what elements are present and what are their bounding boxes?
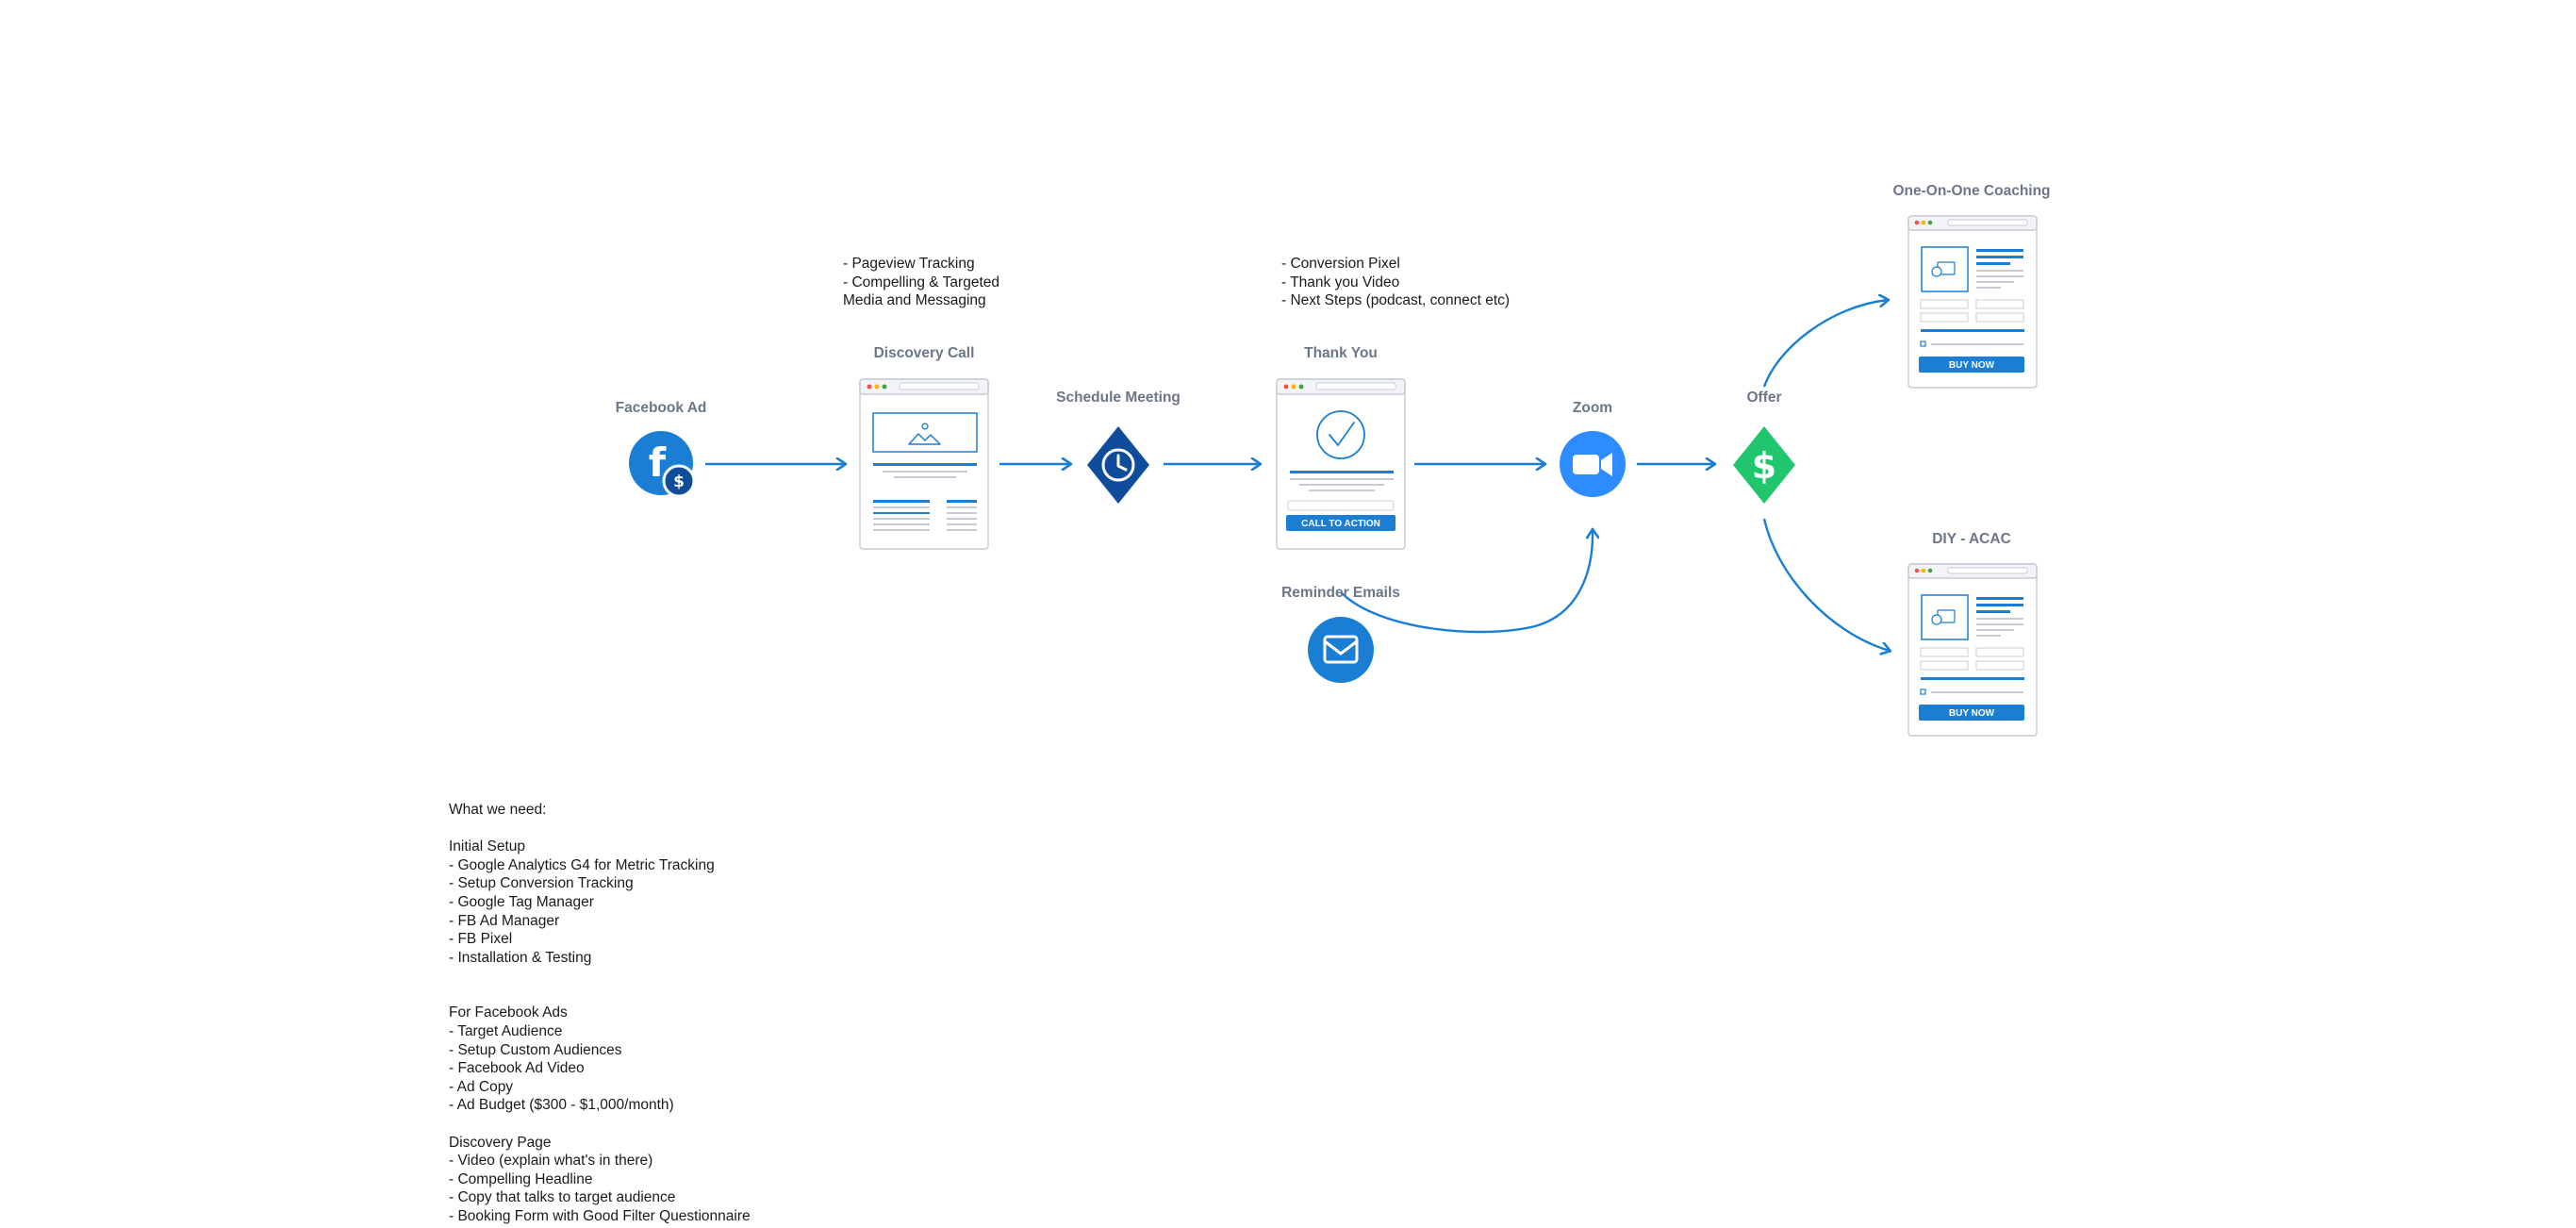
list-item: - Google Tag Manager <box>449 893 594 910</box>
list-item: - Setup Custom Audiences <box>449 1041 622 1058</box>
thank-you-notes: - Conversion Pixel - Thank you Video - N… <box>1281 256 1511 308</box>
list-item: - Booking Form with Good Filter Question… <box>449 1207 751 1224</box>
section-heading: Discovery Page <box>449 1134 552 1151</box>
envelope-icon <box>1323 635 1359 664</box>
buy-now-label-diy: BUY NOW <box>1949 708 1995 719</box>
list-item: - Facebook Ad Video <box>449 1060 585 1077</box>
product-image-icon <box>1921 594 1969 640</box>
list-item: - Copy that talks to target audience <box>449 1189 676 1206</box>
svg-text:f: f <box>649 440 667 486</box>
call-to-action-button-label: CALL TO ACTION <box>1301 519 1380 529</box>
arrow-offer-to-coaching <box>1762 300 1888 388</box>
reminder-emails-node[interactable] <box>1308 617 1374 683</box>
discovery-call-label: Discovery Call <box>873 345 975 361</box>
section-heading: For Facebook Ads <box>449 1004 568 1021</box>
section-heading: Initial Setup <box>449 838 525 855</box>
facebook-ad-node[interactable]: f $ <box>629 431 696 498</box>
arrow-reminder-to-zoom <box>1340 530 1593 634</box>
list-item: - Google Analytics G4 for Metric Trackin… <box>449 856 715 873</box>
requirements-list: What we need: Initial Setup - Google Ana… <box>449 801 1109 1225</box>
list-item: - Ad Budget ($300 - $1,000/month) <box>449 1097 674 1114</box>
reminder-emails-label: Reminder Emails <box>1281 585 1400 601</box>
one-on-one-coaching-page-icon[interactable]: BUY NOW <box>1907 215 2038 389</box>
list-item: - Video (explain what's in there) <box>449 1153 653 1170</box>
arrow-offer-to-diy <box>1762 518 1890 651</box>
diy-acac-label: DIY - ACAC <box>1932 531 2011 547</box>
list-item: - Setup Conversion Tracking <box>449 875 634 892</box>
product-image-icon <box>1921 246 1969 292</box>
list-item: - Target Audience <box>449 1022 563 1039</box>
list-item: - Compelling Headline <box>449 1170 593 1187</box>
dollar-icon: $ <box>1752 445 1776 487</box>
connectors <box>705 300 1890 651</box>
clock-icon <box>1101 448 1135 482</box>
facebook-ad-label: Facebook Ad <box>615 400 707 416</box>
buy-now-button-diy[interactable] <box>1919 705 2024 721</box>
image-placeholder-icon <box>872 412 978 453</box>
requirements-title: What we need: <box>449 802 547 818</box>
thank-you-label: Thank You <box>1304 345 1378 361</box>
schedule-meeting-node[interactable] <box>1087 426 1149 504</box>
svg-text:$: $ <box>673 473 685 491</box>
video-camera-icon <box>1573 455 1599 474</box>
list-item: - Ad Copy <box>449 1078 514 1095</box>
discovery-notes: - Pageview Tracking - Compelling & Targe… <box>843 256 999 308</box>
diy-acac-page-icon[interactable]: BUY NOW <box>1907 563 2038 737</box>
thank-you-page-icon[interactable]: CALL TO ACTION <box>1276 378 1406 550</box>
dollar-coin-icon <box>662 464 696 498</box>
list-item: - Installation & Testing <box>449 949 592 966</box>
call-to-action-button[interactable] <box>1286 515 1395 531</box>
offer-label: Offer <box>1746 390 1782 406</box>
schedule-meeting-label: Schedule Meeting <box>1056 390 1181 406</box>
list-item: - FB Ad Manager <box>449 912 560 929</box>
zoom-label: Zoom <box>1572 400 1613 416</box>
one-on-one-coaching-label: One-On-One Coaching <box>1892 183 2051 199</box>
checkmark-icon <box>1316 410 1365 459</box>
discovery-call-page-icon[interactable] <box>859 378 989 550</box>
buy-now-button-coaching[interactable] <box>1919 357 2024 373</box>
buy-now-label-coaching: BUY NOW <box>1949 360 1995 371</box>
offer-node[interactable]: $ <box>1733 426 1795 504</box>
list-item: - FB Pixel <box>449 931 513 948</box>
zoom-node[interactable] <box>1560 431 1626 497</box>
